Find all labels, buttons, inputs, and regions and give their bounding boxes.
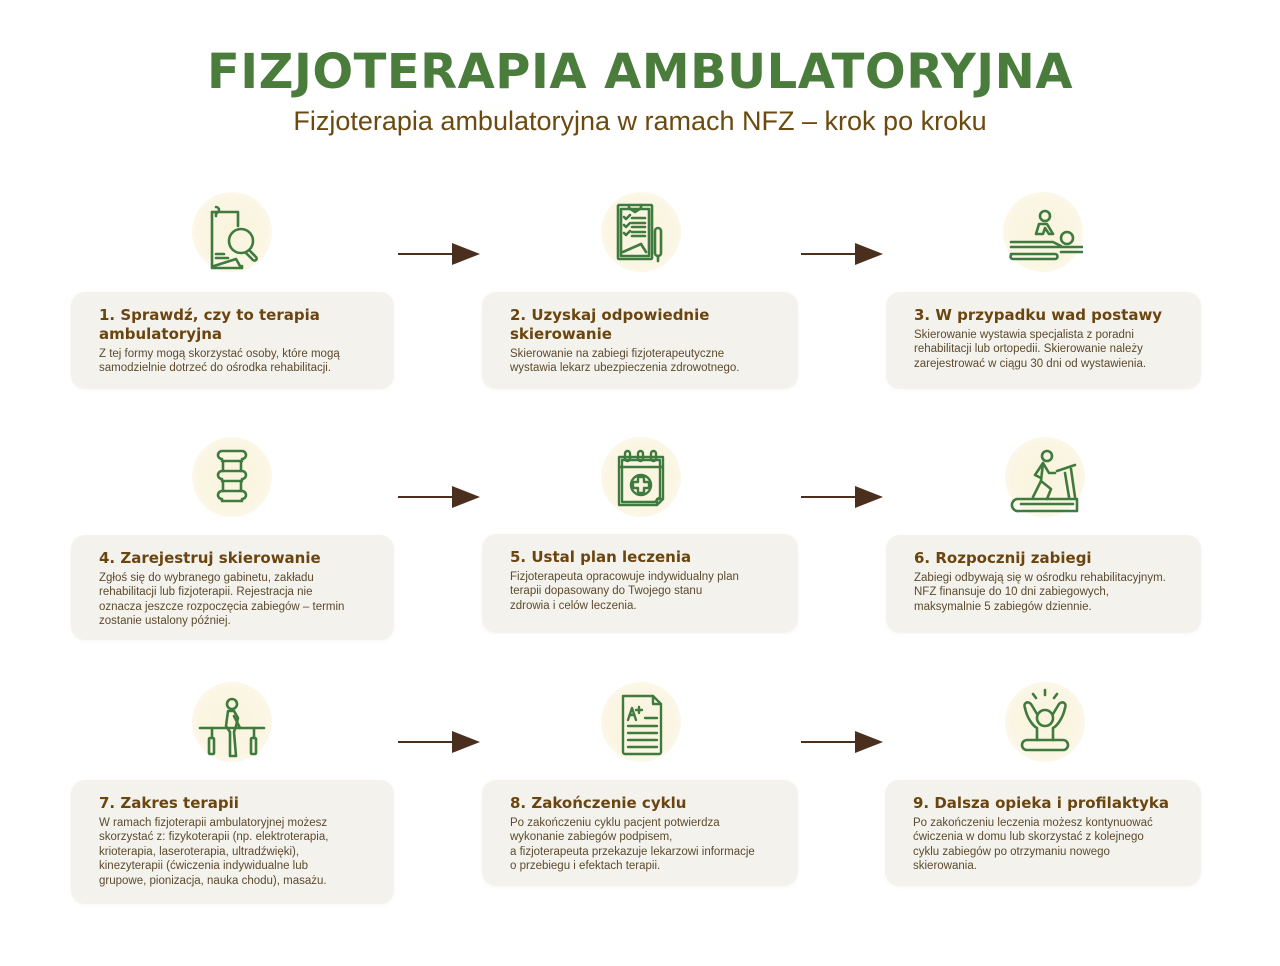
parallel-bars-walking-icon (198, 697, 266, 758)
step-3-title: 3. W przypadku wad postawy (914, 306, 1163, 324)
medical-calendar-icon (617, 449, 665, 507)
clipboard-checklist-icon (616, 203, 663, 263)
spine-icon (216, 449, 248, 503)
step-8-icon-circle (601, 682, 681, 762)
step-9-title: 9. Dalsza opieka i profilaktyka (913, 794, 1169, 812)
arrow-step-7-to-8 (398, 729, 480, 755)
step-9-card: 9. Dalsza opieka i profilaktyka Po zakoń… (885, 780, 1201, 886)
step-4-text: Zgłoś się do wybranego gabinetu, zakładu… (99, 572, 345, 628)
arrow-step-2-to-3 (801, 241, 883, 267)
arrow-step-8-to-9 (801, 729, 883, 755)
step-5-card: 5. Ustal plan leczenia Fizjoterapeuta op… (482, 534, 798, 633)
step-7-title: 7. Zakres terapii (99, 794, 239, 812)
step-5-text: Fizjoterapeuta opracowuje indywidualny p… (510, 571, 739, 612)
arrow-step-1-to-2 (398, 241, 480, 267)
step-5-title: 5. Ustal plan leczenia (510, 548, 692, 566)
step-8-title: 8. Zakończenie cyklu (510, 794, 687, 812)
massage-icon (1009, 209, 1083, 261)
step-7-icon-circle (192, 682, 272, 762)
page-subtitle: Fizjoterapia ambulatoryjna w ramach NFZ … (293, 106, 987, 136)
step-2-text: Skierowanie na zabiegi fizjoterapeutyczn… (510, 348, 740, 375)
step-7-text: W ramach fizjoterapii ambulatoryjnej moż… (99, 817, 329, 887)
step-9-text: Po zakończeniu leczenia możesz kontynuow… (913, 817, 1153, 873)
step-8-text: Po zakończeniu cyklu pacjent potwierdza … (510, 817, 755, 873)
step-4-title: 4. Zarejestruj skierowanie (99, 549, 321, 567)
step-6-text: Zabiegi odbywają się w ośrodku rehabilit… (914, 572, 1166, 613)
step-4-icon-circle (192, 437, 272, 517)
step-2-card: 2. Uzyskaj odpowiednie skierowanie Skier… (482, 292, 798, 389)
step-9-icon-circle (1005, 682, 1085, 762)
step-7-card: 7. Zakres terapii W ramach fizjoterapii … (71, 780, 394, 904)
graded-document-icon (621, 694, 663, 756)
step-3-text: Skierowanie wystawia specjalista z porad… (914, 329, 1147, 370)
step-1-text: Z tej formy mogą skorzystać osoby, które… (99, 348, 340, 375)
treadmill-icon (1010, 449, 1079, 513)
step-6-title: 6. Rozpocznij zabiegi (914, 549, 1092, 567)
arrow-step-5-to-6 (801, 484, 883, 510)
step-1-title: 1. Sprawdź, czy to terapia ambulatoryjna (99, 306, 320, 343)
step-2-icon-circle (601, 192, 681, 272)
step-8-card: 8. Zakończenie cyklu Po zakończeniu cykl… (482, 780, 798, 886)
step-1-card: 1. Sprawdź, czy to terapia ambulatoryjna… (71, 292, 394, 389)
page-title: FIZJOTERAPIA AMBULATORYJNA (207, 44, 1073, 100)
step-3-icon-circle (1003, 192, 1083, 272)
step-4-card: 4. Zarejestruj skierowanie Zgłoś się do … (71, 535, 394, 640)
step-3-card: 3. W przypadku wad postawy Skierowanie w… (886, 292, 1201, 389)
arrow-step-4-to-5 (398, 484, 480, 510)
step-6-card: 6. Rozpocznij zabiegi Zabiegi odbywają s… (886, 535, 1201, 633)
step-5-icon-circle (601, 437, 681, 517)
step-2-title: 2. Uzyskaj odpowiednie skierowanie (510, 306, 710, 343)
celebrating-person-icon (1020, 688, 1070, 752)
step-1-icon-circle (192, 192, 272, 272)
step-6-icon-circle (1005, 437, 1085, 517)
document-search-icon (210, 205, 258, 270)
